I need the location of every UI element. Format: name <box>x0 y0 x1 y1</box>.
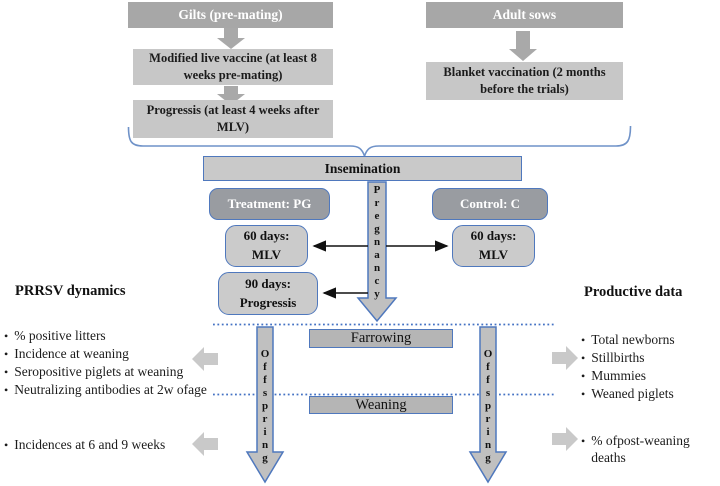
day-label: 60 days: <box>243 228 290 244</box>
adult-sows-box: Adult sows <box>426 2 623 28</box>
list-item-label: Seropositive piglets at weaning <box>14 364 184 379</box>
treatment-90-days-box: 90 days: Progressis <box>218 272 318 315</box>
down-arrow-icon <box>217 28 245 49</box>
control-box: Control: C <box>432 188 548 220</box>
right-arrow-icon <box>552 427 578 451</box>
prrsv-late-list: • Incidences at 6 and 9 weeks <box>4 436 165 454</box>
list-item: • Mummies <box>581 367 675 385</box>
vaccine-label: MLV <box>478 247 509 262</box>
offspring-left-vertical-label: O f f s p r i n g <box>260 348 270 464</box>
bullet-icon: • <box>4 347 9 361</box>
list-item: • Total newborns <box>581 331 675 349</box>
bullet-icon: • <box>4 438 9 452</box>
progressis-box: Progressis (at least 4 weeks after MLV) <box>133 100 333 138</box>
right-arrow-icon <box>552 346 578 370</box>
list-item: • Incidence at weaning <box>4 345 207 363</box>
prrsv-dynamics-heading: PRRSV dynamics <box>15 283 126 299</box>
bullet-icon: • <box>4 329 9 343</box>
bullet-icon: • <box>581 434 586 448</box>
vaccine-label: MLV <box>251 247 282 262</box>
day-label: 90 days: <box>245 275 291 291</box>
down-arrow-icon <box>217 86 245 105</box>
list-item: • Weaned piglets <box>581 385 675 403</box>
prrsv-early-list: • % positive litters • Incidence at wean… <box>4 327 207 399</box>
blanket-vaccination-box: Blanket vaccination (2 months before the… <box>426 62 623 100</box>
list-item: • Seropositive piglets at weaning <box>4 363 207 381</box>
offspring-right-vertical-label: O f f s p r i n g <box>483 348 493 464</box>
bullet-icon: • <box>581 333 586 347</box>
list-item-label: Weaned piglets <box>591 386 674 401</box>
bullet-icon: • <box>4 383 9 397</box>
insemination-box: Insemination <box>203 156 522 181</box>
list-item: • % positive litters <box>4 327 207 345</box>
pregnancy-arrow <box>356 181 398 323</box>
bullet-icon: • <box>581 369 586 383</box>
gilts-box: Gilts (pre-mating) <box>128 2 333 28</box>
treatment-box: Treatment: PG <box>209 188 330 220</box>
offspring-arrow-left <box>245 326 285 484</box>
productive-early-list: • Total newborns • Stillbirths • Mummies… <box>581 331 675 403</box>
left-arrow-icon <box>192 347 218 371</box>
day-label: 60 days: <box>470 228 517 244</box>
control-60-days-box: 60 days: MLV <box>452 225 535 267</box>
list-item-label: Incidence at weaning <box>14 346 129 361</box>
pregnancy-vertical-label: P r e g n a n c y <box>373 184 381 300</box>
down-arrow-icon <box>509 31 537 61</box>
list-item-label: % ofpost-weaning deaths <box>591 433 690 465</box>
list-item: • % ofpost-weaning deaths <box>581 432 720 466</box>
vaccine-label: Progressis <box>239 294 297 310</box>
mlv-box: Modified live vaccine (at least 8 weeks … <box>133 49 333 85</box>
list-item-label: Stillbirths <box>591 350 645 365</box>
treatment-60-days-box: 60 days: MLV <box>225 225 308 267</box>
weaning-box: Weaning <box>309 396 453 414</box>
list-item: • Stillbirths <box>581 349 675 367</box>
offspring-arrow-right <box>468 326 508 484</box>
list-item-label: % positive litters <box>14 328 106 343</box>
productive-late-list: • % ofpost-weaning deaths <box>581 432 720 466</box>
bullet-icon: • <box>581 351 586 365</box>
list-item: • Incidences at 6 and 9 weeks <box>4 436 165 454</box>
left-arrow-icon <box>192 432 218 456</box>
list-item-label: Neutralizing antibodies at 2w ofage <box>14 382 207 397</box>
list-item: • Neutralizing antibodies at 2w ofage <box>4 381 207 399</box>
list-item-label: Mummies <box>591 368 646 383</box>
list-item-label: Total newborns <box>591 332 675 347</box>
list-item-label: Incidences at 6 and 9 weeks <box>14 437 166 452</box>
farrowing-box: Farrowing <box>309 329 453 348</box>
productive-data-heading: Productive data <box>584 284 683 300</box>
bullet-icon: • <box>4 365 9 379</box>
bullet-icon: • <box>581 387 586 401</box>
